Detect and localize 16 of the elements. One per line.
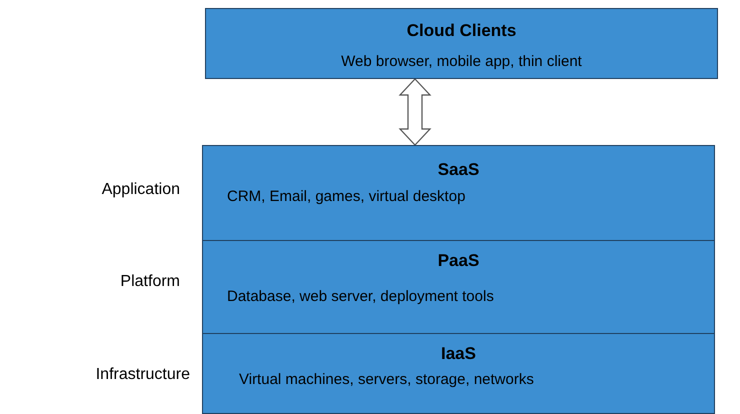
layer-description: Web browser, mobile app, thin client	[340, 53, 583, 70]
layer-description: Virtual machines, servers, storage, networks	[239, 371, 535, 388]
layer-description: Database, web server, deployment tools	[227, 288, 495, 305]
layer-box	[205, 8, 718, 79]
layer-box	[202, 240, 715, 334]
layer-box	[202, 145, 715, 241]
layer-label: Platform	[120, 273, 180, 291]
layer-label: Infrastructure	[96, 366, 190, 384]
layer-description: CRM, Email, games, virtual desktop	[227, 188, 466, 205]
layer-title: PaaS	[436, 251, 480, 271]
layer-box	[202, 333, 715, 414]
layer-title: Cloud Clients	[406, 21, 518, 41]
layer-title: IaaS	[440, 344, 477, 364]
double-arrow	[398, 78, 432, 146]
layer-label: Application	[102, 181, 180, 199]
layer-title: SaaS	[436, 160, 480, 180]
